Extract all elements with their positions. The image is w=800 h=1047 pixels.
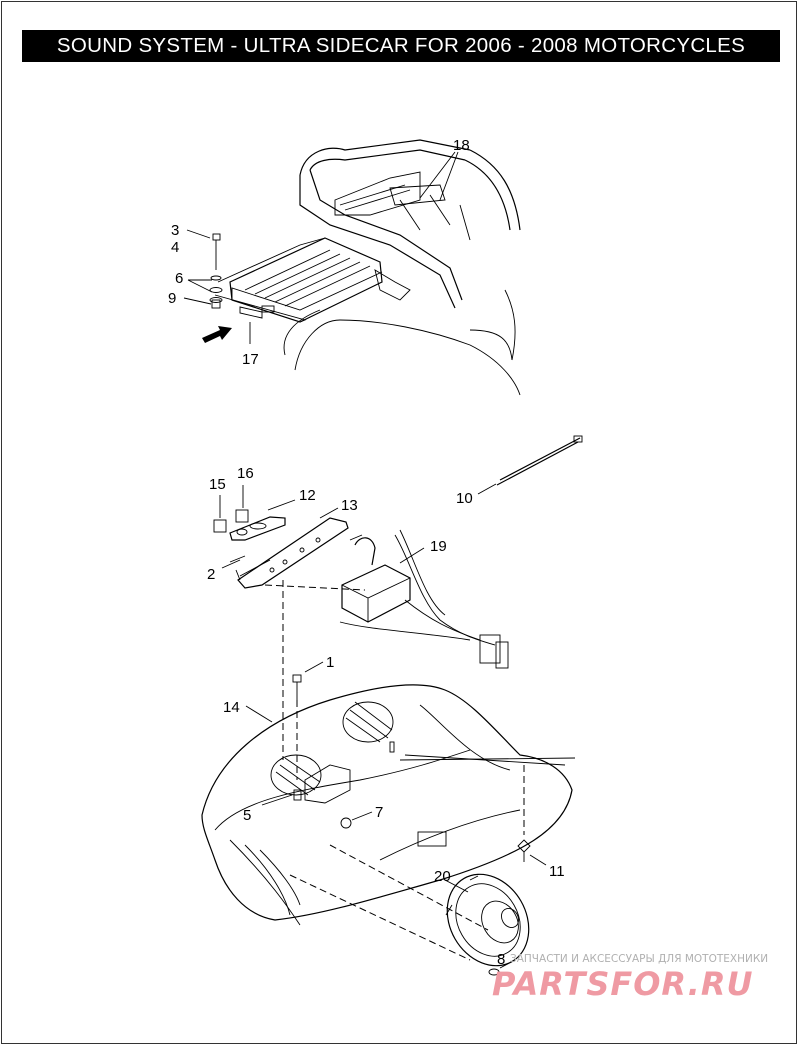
callout-9: 9 (168, 290, 176, 307)
callout-10: 10 (456, 490, 473, 507)
cable-tie-10 (477, 435, 583, 495)
callout-11: 11 (549, 863, 565, 880)
callout-8: 8 (497, 951, 505, 968)
callout-13: 13 (341, 497, 358, 514)
callout-18: 18 (453, 137, 470, 154)
screws-1-5-7-11 (261, 661, 547, 866)
sidecar-nose-14 (201, 684, 576, 926)
callout-16: 16 (237, 465, 254, 482)
callout-5: 5 (243, 807, 251, 824)
callout-12: 12 (299, 487, 316, 504)
plate-12-bracket-13 (221, 499, 349, 589)
callout-6: 6 (175, 270, 183, 287)
hardware-3-4-6-9 (183, 229, 223, 309)
callout-17: 17 (242, 351, 259, 368)
callout-19: 19 (430, 538, 447, 555)
callout-15: 15 (209, 476, 226, 493)
relay-module-19 (264, 529, 509, 760)
callout-7: 7 (375, 804, 383, 821)
callout-3: 3 (171, 222, 179, 239)
amplifier-17 (214, 237, 383, 323)
clips-15-16 (213, 485, 249, 533)
speaker-20 (289, 844, 530, 976)
watermark-logo: PARTSFOR.RU (492, 965, 753, 1003)
watermark-tagline: ЗАПЧАСТИ И АКСЕССУАРЫ ДЛЯ МОТОТЕХНИКИ (510, 953, 768, 965)
callout-4: 4 (171, 239, 179, 256)
callout-1: 1 (326, 654, 334, 671)
callout-14: 14 (223, 699, 240, 716)
direction-arrow (202, 322, 251, 344)
callout-2: 2 (207, 566, 215, 583)
sidecar-frame-drawing (283, 139, 521, 396)
page-title: SOUND SYSTEM - ULTRA SIDECAR FOR 2006 - … (22, 30, 780, 62)
callout-20: 20 (434, 868, 451, 885)
